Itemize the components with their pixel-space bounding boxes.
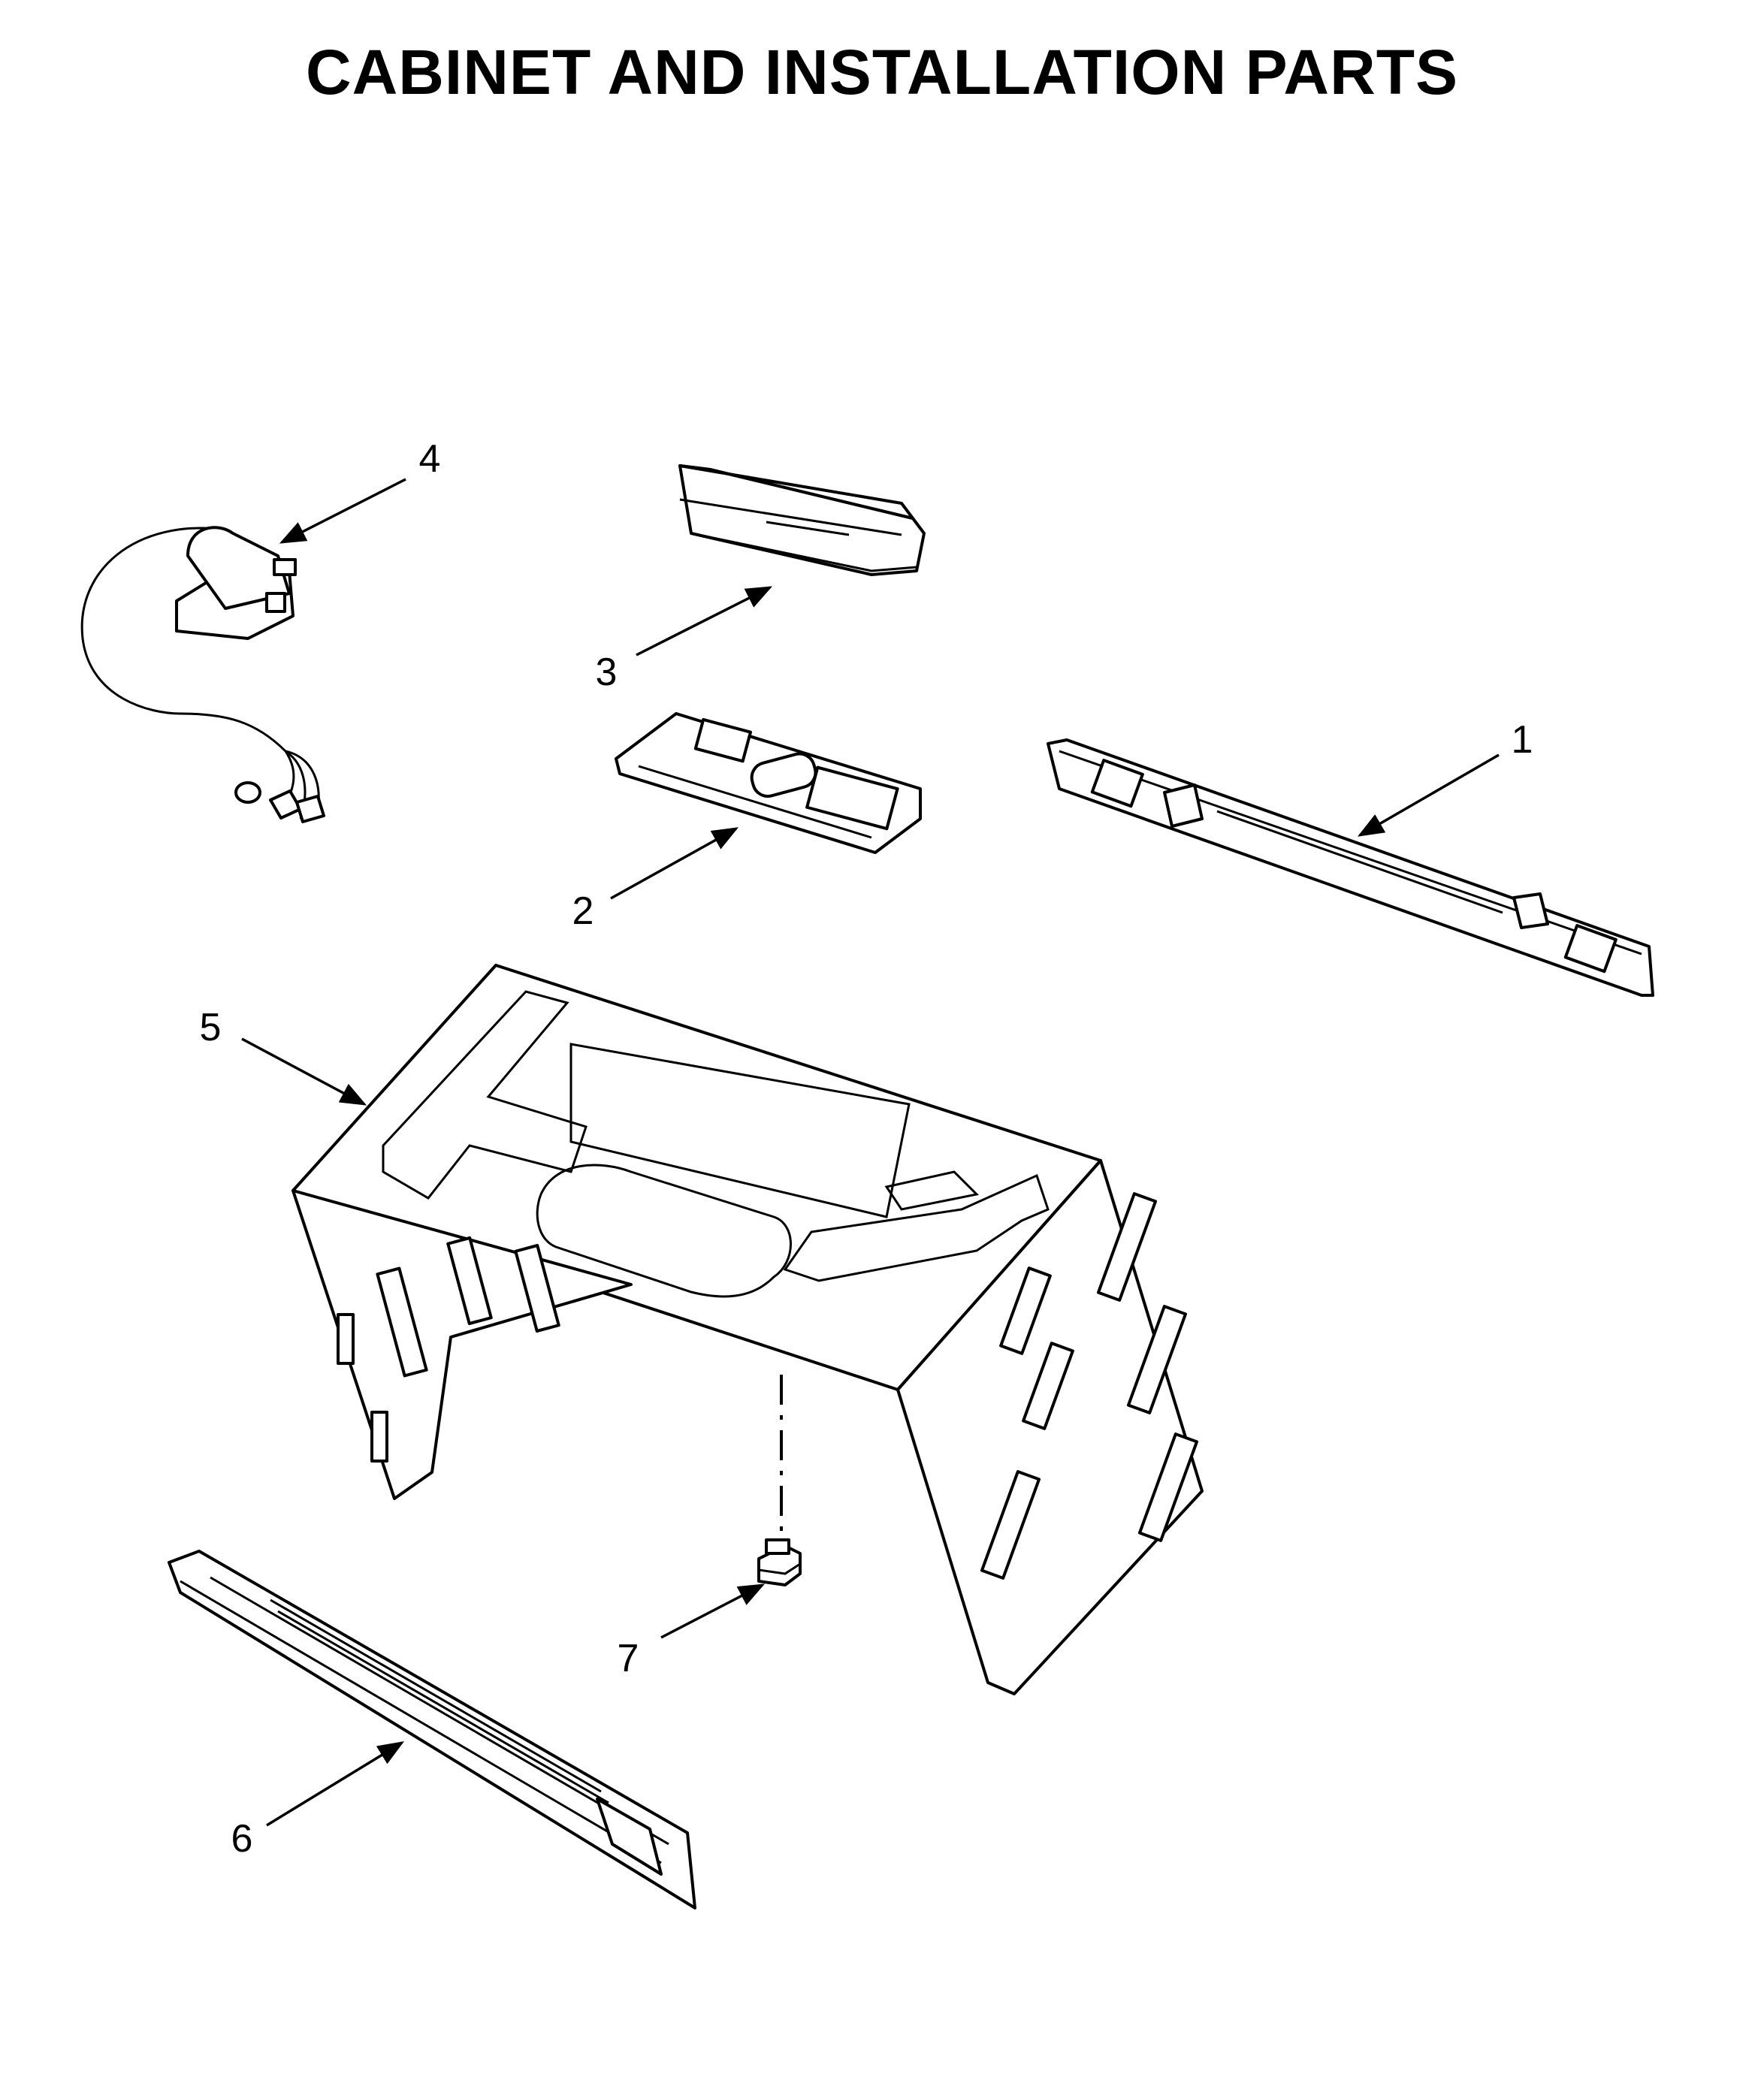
callout-3: 3 xyxy=(596,651,618,694)
part-5-cabinet-wrapper xyxy=(291,964,1204,1695)
leader-arrow-1 xyxy=(1357,753,1500,837)
part-7-clip xyxy=(757,1538,802,1586)
part-6-front-grille xyxy=(168,1550,696,1909)
leader-arrow-4 xyxy=(279,478,406,544)
callout-7: 7 xyxy=(618,1637,639,1680)
page-title: CABINET AND INSTALLATION PARTS xyxy=(305,37,1459,107)
part-1-mounting-rail xyxy=(1047,738,1654,997)
leader-arrow-7 xyxy=(660,1583,766,1639)
leader-arrow-6 xyxy=(266,1741,404,1827)
callout-6: 6 xyxy=(231,1817,253,1861)
part-2-damper-plate xyxy=(615,712,922,854)
callout-5: 5 xyxy=(200,1006,222,1049)
part-4-power-cord xyxy=(80,526,325,823)
callout-1: 1 xyxy=(1512,718,1533,762)
leader-arrow-5 xyxy=(241,1037,367,1106)
callout-4: 4 xyxy=(419,437,441,481)
callout-2: 2 xyxy=(572,889,594,933)
leader-arrow-3 xyxy=(636,586,773,657)
part-3-vent-grille xyxy=(678,464,926,576)
leader-arrow-2 xyxy=(610,827,739,900)
leader-lines xyxy=(241,478,1500,1827)
